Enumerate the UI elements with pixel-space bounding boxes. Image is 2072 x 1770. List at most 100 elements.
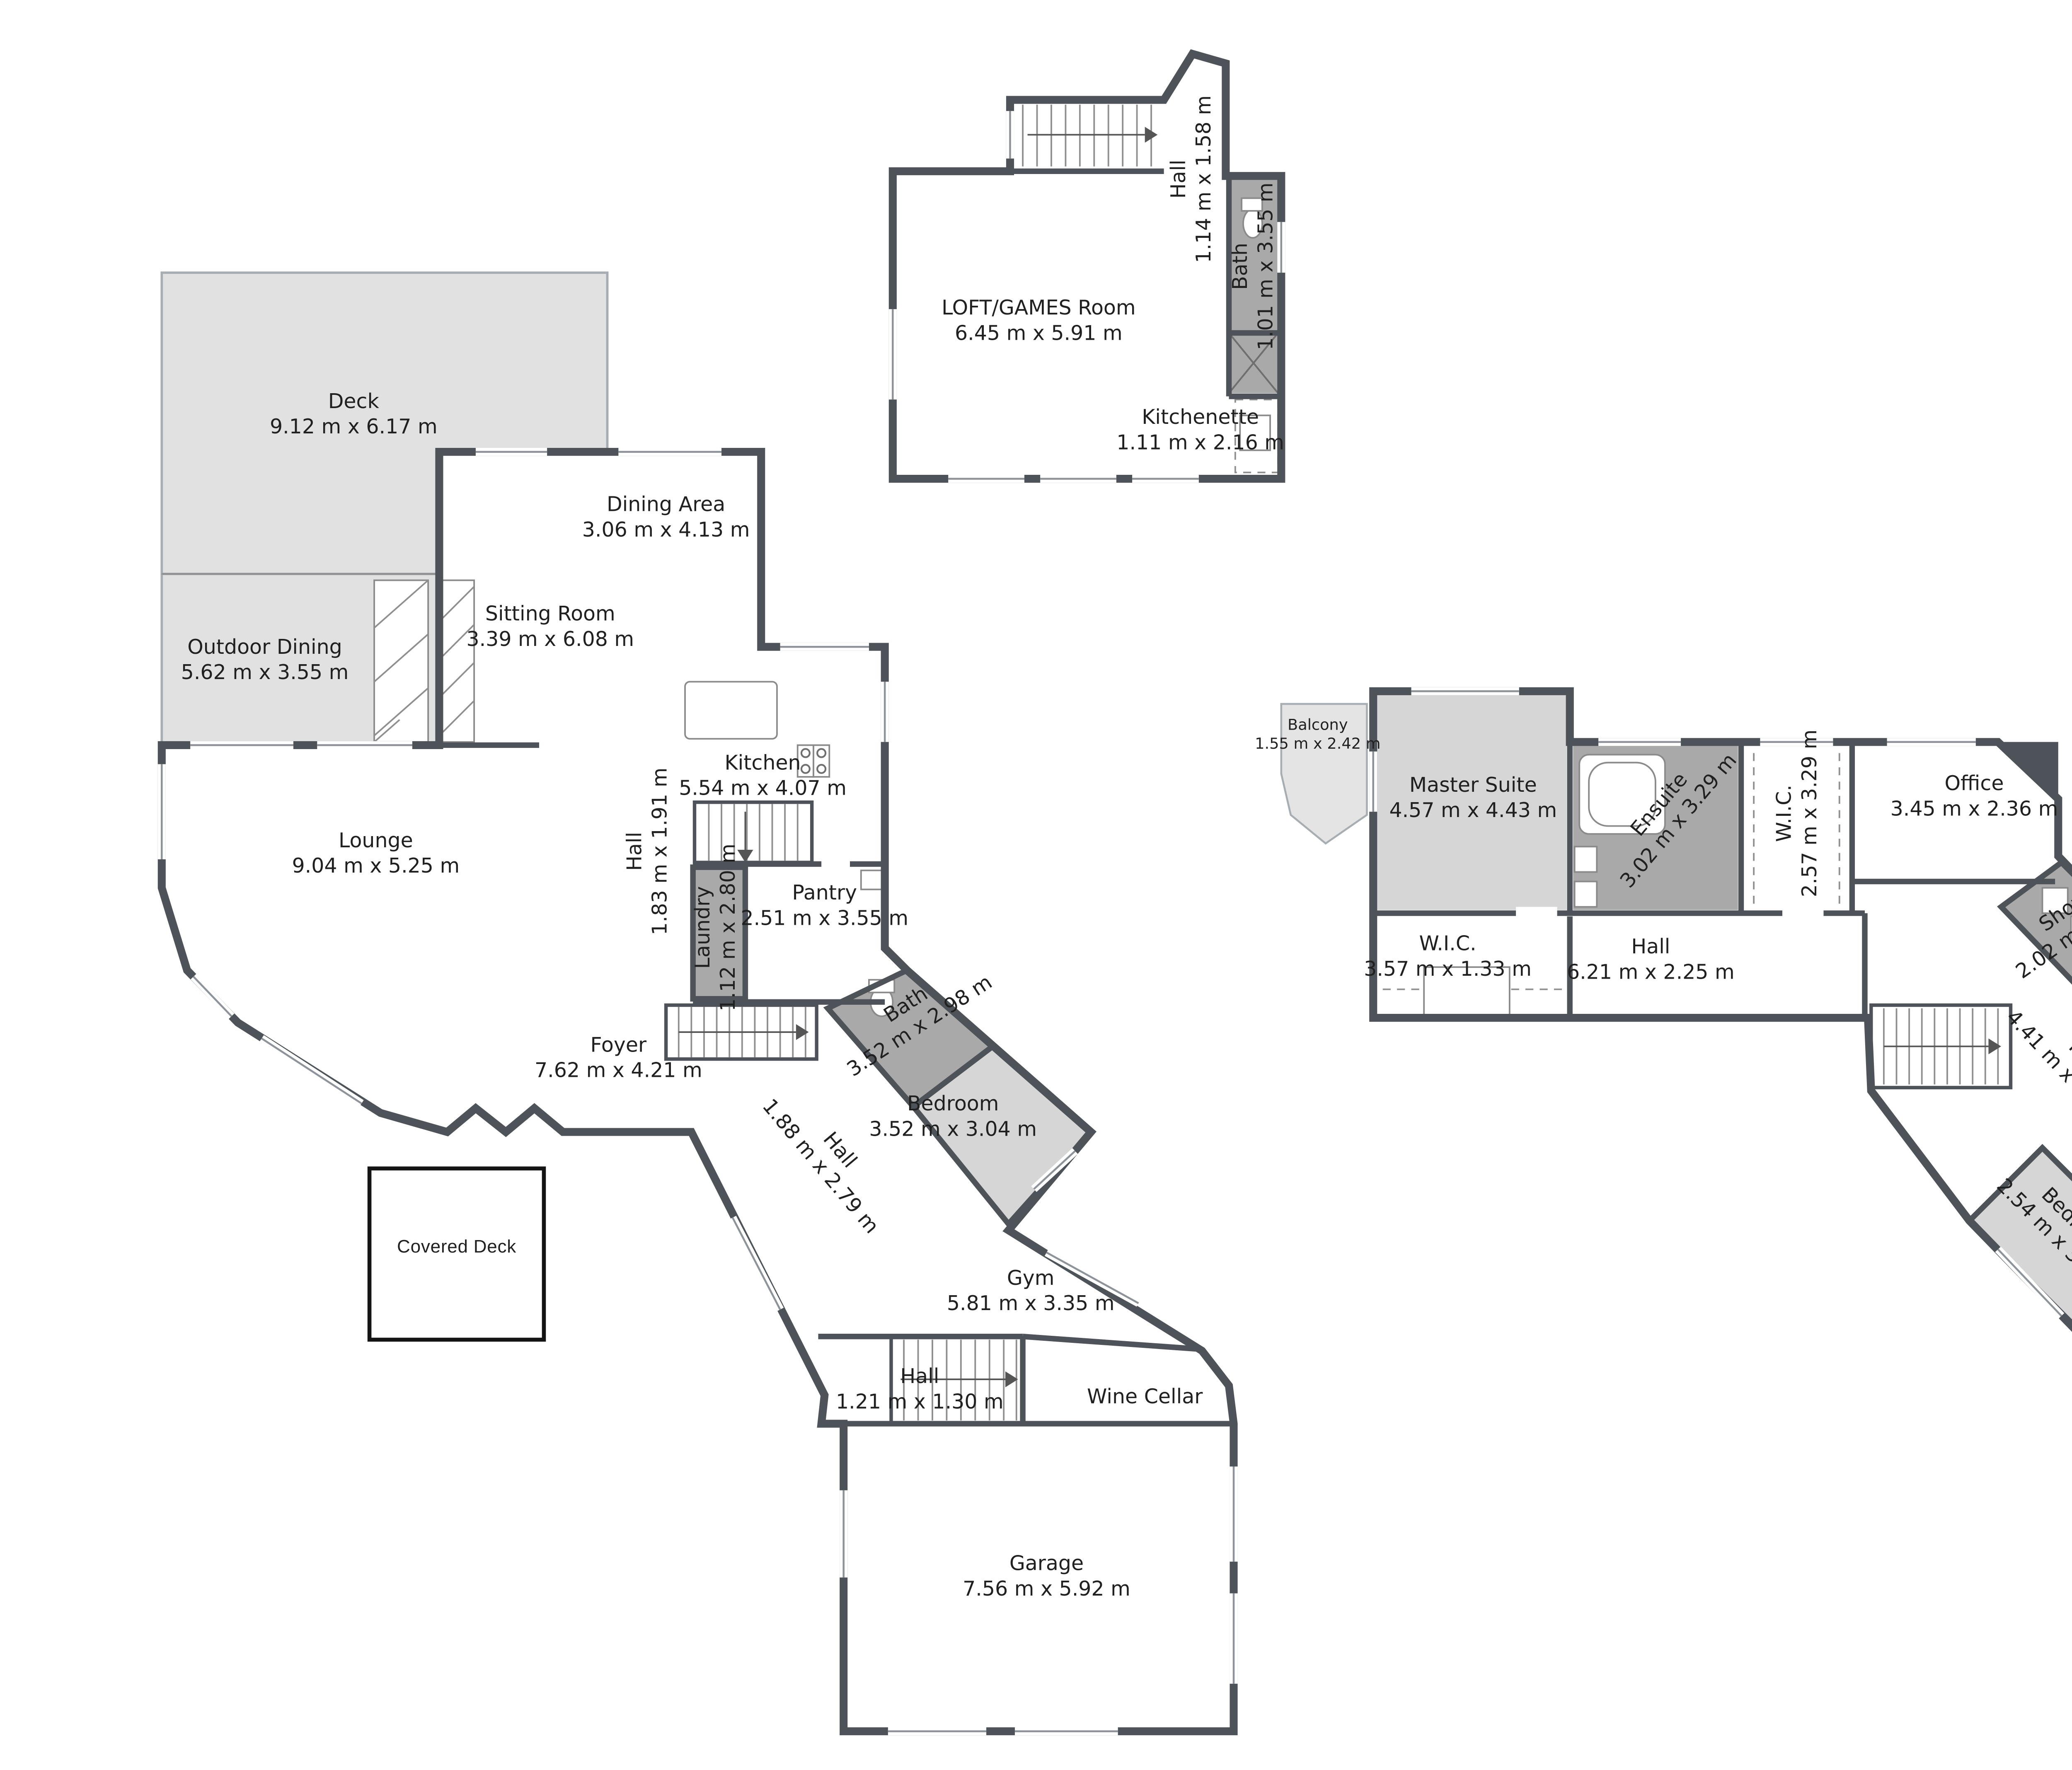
room-label-covered-deck: Covered Deck [397, 1237, 516, 1259]
room-label-wic-master: W.I.C. 2.57 m x 3.29 m [1774, 730, 1823, 897]
room-label-kitchenette: Kitchenette 1.11 m x 2.16 m [1116, 406, 1284, 456]
room-dims: 5.62 m x 3.55 m [181, 661, 349, 685]
room-dims: 1.12 m x 2.80 m [716, 844, 741, 1011]
room-label-lounge: Lounge 9.04 m x 5.25 m [292, 830, 460, 879]
room-name: Balcony [1288, 717, 1348, 735]
stairs-upper [1869, 1003, 2013, 1090]
room-label-wic-hall: W.I.C. 3.57 m x 1.33 m [1364, 933, 1532, 982]
room-dims: 7.62 m x 4.21 m [534, 1059, 702, 1083]
office-corner-wedge [1998, 742, 2058, 799]
room-dims: 1.83 m x 1.91 m [649, 767, 673, 936]
room-name: Hall [900, 1366, 939, 1390]
room-label-dining-area: Dining Area 3.06 m x 4.13 m [582, 494, 750, 543]
loft-interior-walls [1010, 168, 1281, 399]
room-label-sitting-room: Sitting Room 3.39 m x 6.08 m [466, 603, 634, 653]
room-dims: 6.21 m x 2.25 m [1567, 960, 1735, 985]
stairs-foyer [664, 1003, 818, 1061]
ensuite-tub-icon [1573, 754, 1666, 908]
room-label-pantry: Pantry 2.51 m x 3.55 m [741, 882, 908, 931]
room-name: W.I.C. [1419, 933, 1477, 957]
stairs-loft [1022, 104, 1158, 167]
room-name: Kitchen [724, 752, 801, 776]
room-label-hall-lower-ground: Hall 1.21 m x 1.30 m [836, 1366, 1004, 1415]
room-label-gym: Gym 5.81 m x 3.35 m [947, 1267, 1115, 1317]
pantry-sink-icon [860, 869, 883, 890]
room-name: LOFT/GAMES Room [942, 297, 1136, 321]
wic-shelving [1382, 753, 1840, 1016]
room-dims: 1.01 m x 3.55 m [1254, 182, 1278, 351]
room-label-garage: Garage 7.56 m x 5.92 m [963, 1553, 1130, 1602]
room-label-outdoor-dining: Outdoor Dining 5.62 m x 3.55 m [181, 636, 349, 686]
room-dims: 3.45 m x 2.36 m [1890, 797, 2058, 822]
room-name: Garage [1009, 1552, 1084, 1577]
room-label-office: Office 3.45 m x 2.36 m [1890, 773, 2058, 822]
room-name: Deck [328, 390, 379, 415]
room-dims: 3.39 m x 6.08 m [466, 628, 634, 652]
room-dims: 9.04 m x 5.25 m [292, 854, 460, 878]
room-dims: 5.81 m x 3.35 m [946, 1292, 1115, 1316]
ground-interior-walls [439, 742, 1234, 1427]
room-dims: 9.12 m x 6.17 m [269, 415, 438, 439]
room-dims: 3.52 m x 3.04 m [869, 1117, 1037, 1142]
room-name: Outdoor Dining [187, 636, 342, 660]
room-name: Lounge [339, 829, 413, 854]
room-dims: 3.57 m x 1.33 m [1364, 958, 1532, 982]
room-label-ground-bedroom: Bedroom 3.52 m x 3.04 m [869, 1093, 1037, 1142]
room-dims: 4.57 m x 4.43 m [1389, 799, 1557, 823]
room-label-upper-hall-main: Hall 6.21 m x 2.25 m [1567, 936, 1735, 985]
balcony-area [1280, 703, 1368, 845]
room-dims: 1.21 m x 1.30 m [836, 1390, 1004, 1415]
room-name: Office [1944, 773, 2004, 797]
room-name: W.I.C. [1773, 784, 1797, 842]
ground-floor-body [162, 452, 1234, 1731]
covered-deck-area [367, 1166, 546, 1342]
upper-interior-walls [1373, 742, 2072, 1328]
shower-sinks [2041, 887, 2072, 943]
window-markers [157, 111, 2065, 1736]
room-name: Bedroom [907, 1093, 999, 1117]
room-label-loft-hall: Hall 1.14 m x 1.58 m [1168, 95, 1217, 263]
room-name: Bath [1230, 242, 1254, 290]
stairs-gym-hall [900, 1340, 1018, 1421]
room-dims: 6.45 m x 5.91 m [955, 322, 1123, 346]
master-suite-area [1376, 694, 1567, 910]
room-label-wine-cellar: Wine Cellar [1087, 1386, 1203, 1411]
room-name: Covered Deck [397, 1238, 517, 1257]
room-name: Gym [1007, 1267, 1055, 1291]
room-name: Sitting Room [485, 603, 615, 627]
room-dims: 1.14 m x 1.58 m [1192, 95, 1216, 263]
room-name: Pantry [792, 882, 857, 906]
stove-icon [796, 744, 830, 778]
room-name: Dining Area [606, 493, 726, 517]
laundry-area [693, 867, 746, 999]
room-name: Kitchenette [1142, 406, 1259, 430]
room-label-loft-bath: Bath 1.01 m x 3.55 m [1230, 182, 1279, 350]
room-dims: 2.51 m x 3.55 m [741, 907, 909, 931]
room-name: Hall [1167, 160, 1192, 199]
room-label-balcony: Balcony 1.55 m x 2.42 m [1255, 717, 1380, 754]
room-name: Foyer [590, 1034, 647, 1058]
room-label-loft-games: LOFT/GAMES Room 6.45 m x 5.91 m [942, 297, 1136, 346]
room-dims: 5.54 m x 4.07 m [679, 776, 847, 801]
room-name: Hall [624, 832, 648, 871]
room-label-hall-upper-ground: Hall 1.83 m x 1.91 m [624, 767, 673, 935]
room-name: Hall [1631, 936, 1670, 960]
bedroom-small-area [1969, 1148, 2072, 1323]
loft-shower-box [1228, 330, 1279, 394]
deck-steps-hatch [373, 579, 475, 743]
room-dims: 1.55 m x 2.42 m [1255, 735, 1381, 753]
kitchen-island [684, 681, 778, 740]
room-name: Laundry [692, 886, 716, 969]
room-label-kitchen: Kitchen 5.54 m x 4.07 m [679, 752, 847, 801]
loft-toilet-icon [1241, 197, 1263, 239]
loft-body [893, 54, 1281, 479]
room-dims: 3.06 m x 4.13 m [582, 518, 750, 542]
room-name: Master Suite [1409, 774, 1537, 798]
room-label-foyer: Foyer 7.62 m x 4.21 m [535, 1034, 702, 1083]
room-label-laundry: Laundry 1.12 m x 2.80 m [692, 844, 741, 1011]
room-label-deck: Deck 9.12 m x 6.17 m [270, 391, 438, 440]
room-name: Wine Cellar [1087, 1386, 1203, 1410]
